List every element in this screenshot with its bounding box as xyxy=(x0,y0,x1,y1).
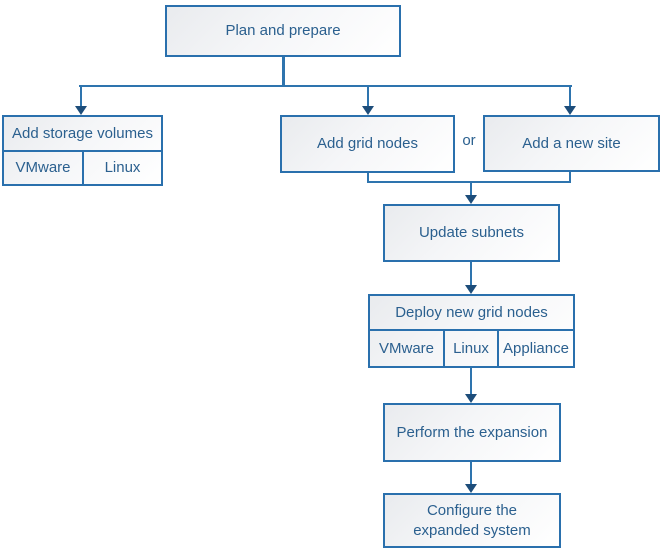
platform-cell-linux: Linux xyxy=(445,331,499,366)
node-label: Perform the expansion xyxy=(396,423,548,441)
connector-site-stub xyxy=(569,172,571,181)
connector-perform-to-configure xyxy=(470,462,472,484)
node-add-a-new-site: Add a new site xyxy=(483,115,660,172)
platform-label: VMware xyxy=(15,159,71,177)
node-add-storage-volumes: Add storage volumes VMware Linux xyxy=(2,115,163,186)
connector-grid-stub xyxy=(367,173,369,181)
platform-row: VMware Linux Appliance xyxy=(370,331,573,366)
platform-cell-vmware: VMware xyxy=(370,331,445,366)
arrow-down-icon xyxy=(465,285,477,294)
connector-branch-horizontal xyxy=(79,85,572,87)
node-label: Update subnets xyxy=(418,224,525,242)
node-add-grid-nodes: Add grid nodes xyxy=(280,115,455,173)
arrow-down-icon xyxy=(465,195,477,204)
connector-plan-stem xyxy=(282,56,285,86)
arrow-down-icon xyxy=(75,106,87,115)
node-configure-expanded-system: Configure the expanded system xyxy=(383,493,561,548)
platform-label: Linux xyxy=(104,159,141,177)
node-perform-the-expansion: Perform the expansion xyxy=(383,403,561,462)
node-header: Deploy new grid nodes xyxy=(370,296,573,331)
node-label: Add a new site xyxy=(522,134,621,152)
platform-label: Linux xyxy=(453,339,489,357)
arrow-down-icon xyxy=(465,394,477,403)
node-update-subnets: Update subnets xyxy=(383,204,560,262)
platform-cell-linux: Linux xyxy=(84,152,161,184)
node-label: Add storage volumes xyxy=(12,124,153,142)
connector-deploy-to-perform xyxy=(470,368,472,394)
platform-cell-appliance: Appliance xyxy=(499,331,573,366)
or-label: or xyxy=(462,131,476,149)
arrow-down-icon xyxy=(465,484,477,493)
connector-drop-grid xyxy=(367,87,369,106)
node-deploy-new-grid-nodes: Deploy new grid nodes VMware Linux Appli… xyxy=(368,294,575,368)
connector-subnets-to-deploy xyxy=(470,262,472,285)
connector-merge-horizontal xyxy=(367,181,571,183)
connector-drop-subnets xyxy=(470,183,472,195)
platform-row: VMware Linux xyxy=(4,152,161,184)
arrow-down-icon xyxy=(362,106,374,115)
platform-label: Appliance xyxy=(503,339,569,357)
node-label: Deploy new grid nodes xyxy=(395,303,548,321)
node-header: Add storage volumes xyxy=(4,117,161,152)
node-plan-and-prepare: Plan and prepare xyxy=(165,5,401,57)
connector-drop-storage xyxy=(80,87,82,106)
node-label: Configure the expanded system xyxy=(413,502,531,539)
platform-cell-vmware: VMware xyxy=(4,152,84,184)
node-label: Plan and prepare xyxy=(225,22,341,40)
node-label: Add grid nodes xyxy=(317,135,418,153)
connector-drop-site xyxy=(569,87,571,106)
platform-label: VMware xyxy=(378,339,434,357)
arrow-down-icon xyxy=(564,106,576,115)
